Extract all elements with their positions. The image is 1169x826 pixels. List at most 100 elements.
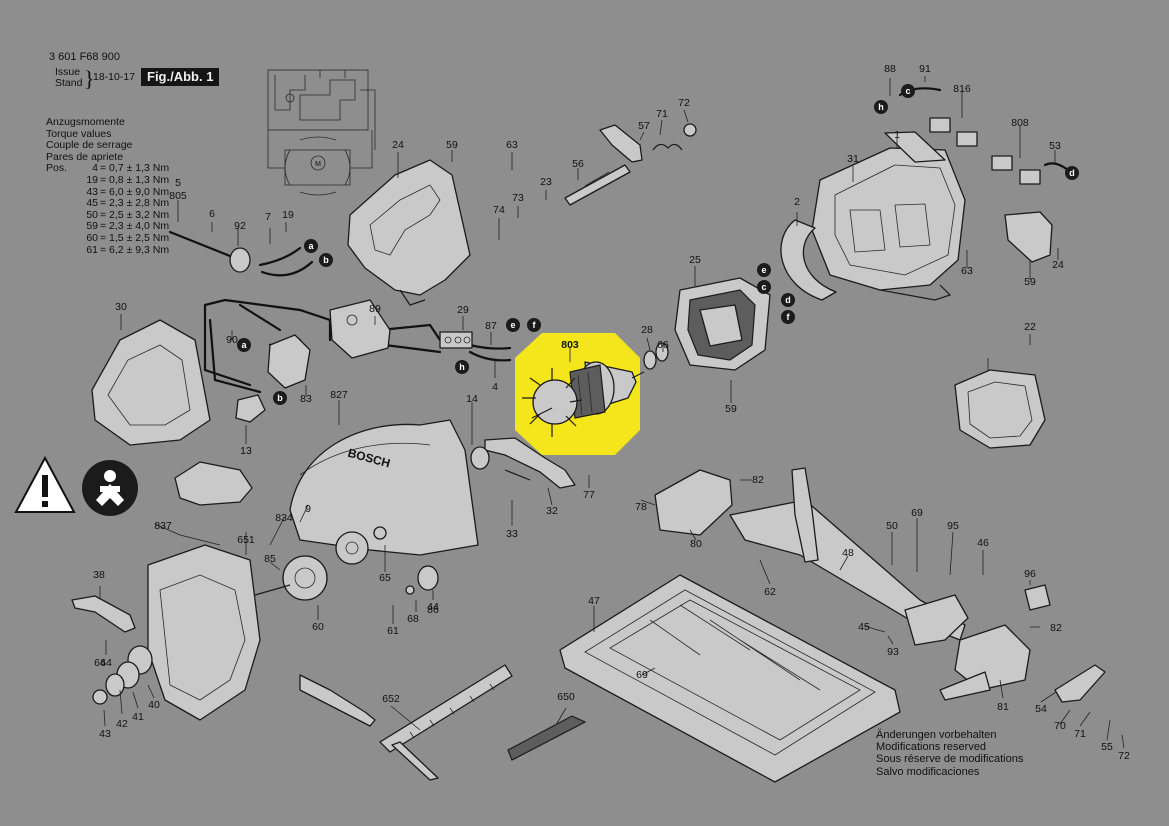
torque-value: = 6,0 ± 9,0 Nm	[100, 185, 170, 198]
torque-pos-number: 43	[86, 185, 98, 198]
part-number-label: 59	[1024, 276, 1036, 288]
connection-marker-letter: b	[277, 393, 283, 403]
part-number-label: 25	[689, 254, 701, 266]
part-number-label: 30	[115, 301, 127, 313]
switch-cover-part	[1004, 211, 1053, 263]
connection-marker	[901, 84, 915, 98]
issue-brace: }	[84, 66, 95, 91]
part-number-label: 33	[506, 528, 518, 540]
connection-marker	[273, 391, 287, 405]
part-number-label: 95	[947, 520, 959, 532]
torque-value: = 2,5 ± 3,2 Nm	[100, 208, 170, 221]
connection-marker	[506, 318, 520, 332]
part-number-label: 73	[512, 192, 524, 204]
part-number-label: 56	[572, 158, 584, 170]
part-number-label: 96	[1024, 568, 1036, 580]
connection-marker	[319, 253, 333, 267]
note-en: Modifications reserved	[876, 741, 987, 754]
part-number-label: 61	[387, 625, 399, 637]
connection-marker	[781, 310, 795, 324]
part-number-label: 45	[858, 621, 870, 633]
connection-marker	[757, 280, 771, 294]
switch-part	[329, 299, 391, 359]
part-number-label: 24	[1052, 259, 1064, 271]
part-number-label: 68	[407, 613, 419, 625]
part-number-label: 64	[100, 657, 112, 669]
depth-bracket-part	[654, 469, 733, 536]
wiring-schematic: M	[267, 69, 376, 196]
part-number-label: 70	[1054, 720, 1066, 732]
torque-pos-number: 61	[86, 243, 98, 256]
connection-marker-letter: d	[1069, 168, 1075, 178]
part-number-label: 40	[148, 699, 160, 711]
parallel-guide-part	[299, 664, 513, 781]
part-number-label: 71	[656, 108, 668, 120]
cable-assembly-part	[168, 230, 512, 394]
torque-pos-number: 50	[86, 208, 98, 221]
part-number-label: 28	[641, 324, 653, 336]
torque-pos-label: Pos.	[46, 162, 68, 175]
spindle-shaft-part	[564, 123, 697, 206]
part-number-label: 47	[588, 595, 600, 607]
connection-marker	[1065, 166, 1079, 180]
connection-marker-letter: c	[905, 86, 910, 96]
torque-row: 60= 1,5 ± 2,5 Nm	[46, 232, 228, 245]
connection-marker-letter: h	[459, 362, 465, 372]
part-number-label: 650	[557, 691, 575, 703]
note-de: Änderungen vorbehalten	[876, 729, 997, 741]
part-number-label: 4	[492, 381, 498, 393]
part-number-label: 652	[382, 693, 400, 705]
part-number-label: 9	[305, 503, 311, 515]
part-number-label: 93	[887, 646, 899, 658]
part-number-label: 808	[1011, 117, 1029, 129]
connection-marker	[757, 263, 771, 277]
connection-marker	[237, 338, 251, 352]
part-number-label: 19	[282, 209, 294, 221]
part-number-label: 72	[678, 97, 690, 109]
modification-notes: Änderungen vorbehalten Modifications res…	[876, 729, 1023, 778]
torque-value: = 6,2 ± 9,3 Nm	[100, 243, 170, 256]
torque-value: = 0,8 ± 1,3 Nm	[100, 173, 170, 186]
handle-half-part	[91, 319, 211, 446]
part-number-label: 65	[379, 572, 391, 584]
part-number-label: 803	[561, 339, 579, 351]
torque-row: 61= 6,2 ± 9,3 Nm	[46, 243, 228, 257]
part-number-label: 60	[312, 621, 324, 633]
warning-triangle-icon	[14, 455, 76, 513]
part-number-label: 7	[265, 211, 271, 223]
leader-lines	[99, 76, 1125, 749]
part-number-label: 80	[690, 538, 702, 550]
stand-label: Stand	[55, 77, 83, 89]
part-number-label: 22	[1024, 321, 1036, 333]
torque-row: 50= 2,5 ± 3,2 Nm	[46, 208, 228, 222]
base-plate-part	[559, 574, 901, 783]
part-number-label: 62	[764, 586, 776, 598]
air-guide-part	[780, 219, 837, 301]
torque-row: Pos.4= 0,7 ± 1,3 Nm	[46, 163, 228, 175]
connection-marker-letter: d	[785, 295, 791, 305]
part-number-label: 81	[997, 701, 1009, 713]
part-number-label: 87	[485, 320, 497, 332]
bevel-segment-part	[904, 594, 1031, 691]
fence-knob-part	[939, 584, 1051, 701]
part-number-label: 82	[1050, 622, 1062, 634]
torque-pos-number: 4	[92, 162, 98, 175]
part-number-label: 55	[1101, 741, 1113, 753]
torque-pos-number: 19	[86, 173, 98, 186]
part-number-label: 54	[1035, 703, 1047, 715]
gear-spindle-part	[254, 526, 439, 601]
clamp-lever-part	[1054, 664, 1106, 703]
upper-guard-part: BOSCH	[289, 419, 479, 556]
read-manual-icon	[82, 460, 138, 516]
issue-label: Issue	[55, 66, 81, 78]
part-number-label: 90	[226, 334, 238, 346]
torque-title-en: Torque values	[46, 127, 112, 140]
armature-part	[522, 361, 645, 437]
torque-pos-number: 59	[86, 220, 98, 233]
connection-marker	[455, 360, 469, 374]
part-number-label: 78	[635, 501, 647, 513]
part-number-label: 66	[657, 339, 669, 351]
blade-guard-housing-part	[347, 159, 471, 306]
part-number-label: 31	[847, 153, 859, 165]
